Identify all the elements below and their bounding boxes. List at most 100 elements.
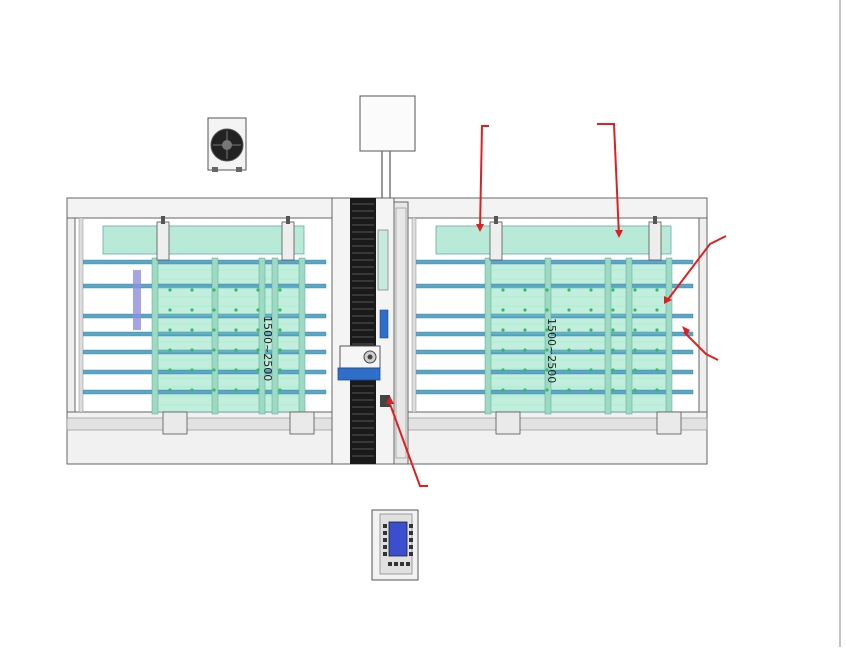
panel-key bbox=[409, 531, 413, 535]
panel-key bbox=[383, 531, 387, 535]
panel-key bbox=[409, 538, 413, 542]
suction-dot bbox=[655, 308, 659, 312]
suction-dot bbox=[190, 328, 194, 332]
suction-dot bbox=[190, 388, 194, 392]
horizontal-rail bbox=[80, 389, 327, 395]
suction-dot bbox=[611, 368, 615, 372]
top-bracket bbox=[489, 221, 503, 261]
vertical-member bbox=[604, 257, 612, 415]
suction-dot bbox=[168, 328, 172, 332]
panel-key bbox=[394, 562, 398, 566]
suction-dot bbox=[589, 368, 593, 372]
suction-dot bbox=[278, 328, 282, 332]
horizontal-rail bbox=[80, 349, 327, 355]
vertical-member bbox=[271, 257, 279, 415]
suction-dot bbox=[567, 288, 571, 292]
cooling-fan-unit bbox=[207, 117, 247, 172]
suction-dot bbox=[501, 288, 505, 292]
horizontal-rail bbox=[413, 389, 694, 395]
suction-dot bbox=[278, 308, 282, 312]
suction-dot bbox=[501, 348, 505, 352]
vertical-member bbox=[211, 257, 219, 415]
bracket-bolt bbox=[494, 216, 498, 224]
suction-dot bbox=[168, 388, 172, 392]
suction-dot bbox=[212, 328, 216, 332]
callout-leaders bbox=[389, 123, 727, 487]
bracket-bolt bbox=[653, 216, 657, 224]
suction-dot bbox=[523, 328, 527, 332]
callout-leader-2 bbox=[597, 123, 620, 237]
suction-dot bbox=[168, 368, 172, 372]
horizontal-rail bbox=[80, 259, 327, 265]
callout-leader-1 bbox=[479, 125, 489, 231]
vertical-member bbox=[298, 257, 306, 415]
suction-dot bbox=[545, 368, 549, 372]
suction-dot bbox=[611, 348, 615, 352]
panel-key bbox=[409, 552, 413, 556]
suction-dot bbox=[523, 368, 527, 372]
suction-dot bbox=[501, 368, 505, 372]
suction-dot bbox=[501, 388, 505, 392]
bottom-foot bbox=[495, 411, 521, 435]
suction-dot bbox=[278, 288, 282, 292]
right-bay-dimension: 1500~2500 bbox=[545, 318, 558, 383]
suction-dot bbox=[567, 328, 571, 332]
suction-dot bbox=[567, 348, 571, 352]
vertical-member bbox=[625, 257, 633, 415]
suction-dot bbox=[256, 308, 260, 312]
vertical-member bbox=[258, 257, 266, 415]
suction-dot bbox=[655, 328, 659, 332]
vertical-member bbox=[665, 257, 673, 415]
bracket-bolt bbox=[286, 216, 290, 224]
suction-dot bbox=[589, 348, 593, 352]
suction-dot bbox=[589, 288, 593, 292]
suction-dot bbox=[168, 308, 172, 312]
suction-dot bbox=[256, 328, 260, 332]
carriage bbox=[337, 229, 390, 407]
panel-key bbox=[388, 562, 392, 566]
suction-dot bbox=[545, 328, 549, 332]
suction-dot bbox=[633, 328, 637, 332]
suction-dot bbox=[655, 388, 659, 392]
suction-dot bbox=[523, 288, 527, 292]
suction-dot bbox=[633, 308, 637, 312]
suction-dot bbox=[190, 308, 194, 312]
drive-belt bbox=[350, 198, 376, 464]
panel-key bbox=[400, 562, 404, 566]
suction-dot bbox=[567, 368, 571, 372]
suction-dot bbox=[212, 388, 216, 392]
suction-dot bbox=[234, 328, 238, 332]
suction-dot bbox=[655, 368, 659, 372]
suction-dot bbox=[589, 328, 593, 332]
central-column bbox=[331, 197, 409, 465]
panel-key bbox=[383, 552, 387, 556]
suction-dot bbox=[168, 288, 172, 292]
panel-screen bbox=[388, 521, 408, 557]
bottom-foot bbox=[289, 411, 315, 435]
suction-dot bbox=[212, 308, 216, 312]
panel-key bbox=[383, 545, 387, 549]
suction-dot bbox=[633, 388, 637, 392]
suction-dot bbox=[633, 348, 637, 352]
purple-accent bbox=[133, 270, 141, 330]
suction-dot bbox=[501, 328, 505, 332]
operator-control-panel bbox=[371, 509, 419, 581]
suction-dot bbox=[190, 368, 194, 372]
bottom-foot bbox=[162, 411, 188, 435]
suction-dot bbox=[545, 388, 549, 392]
callout-leader-5 bbox=[389, 403, 428, 487]
suction-dot bbox=[633, 368, 637, 372]
suction-dot bbox=[523, 388, 527, 392]
suction-dot bbox=[234, 388, 238, 392]
callout-leader-4 bbox=[683, 331, 719, 361]
left-bay-dimension: 1500~2500 bbox=[261, 316, 274, 381]
suction-dot bbox=[278, 388, 282, 392]
suction-dot bbox=[545, 288, 549, 292]
suction-dot bbox=[190, 288, 194, 292]
suction-dot bbox=[212, 348, 216, 352]
panel-key bbox=[409, 524, 413, 528]
suction-dot bbox=[234, 368, 238, 372]
suction-dot bbox=[256, 288, 260, 292]
upper-glass-strip bbox=[102, 225, 305, 255]
suction-dot bbox=[567, 388, 571, 392]
